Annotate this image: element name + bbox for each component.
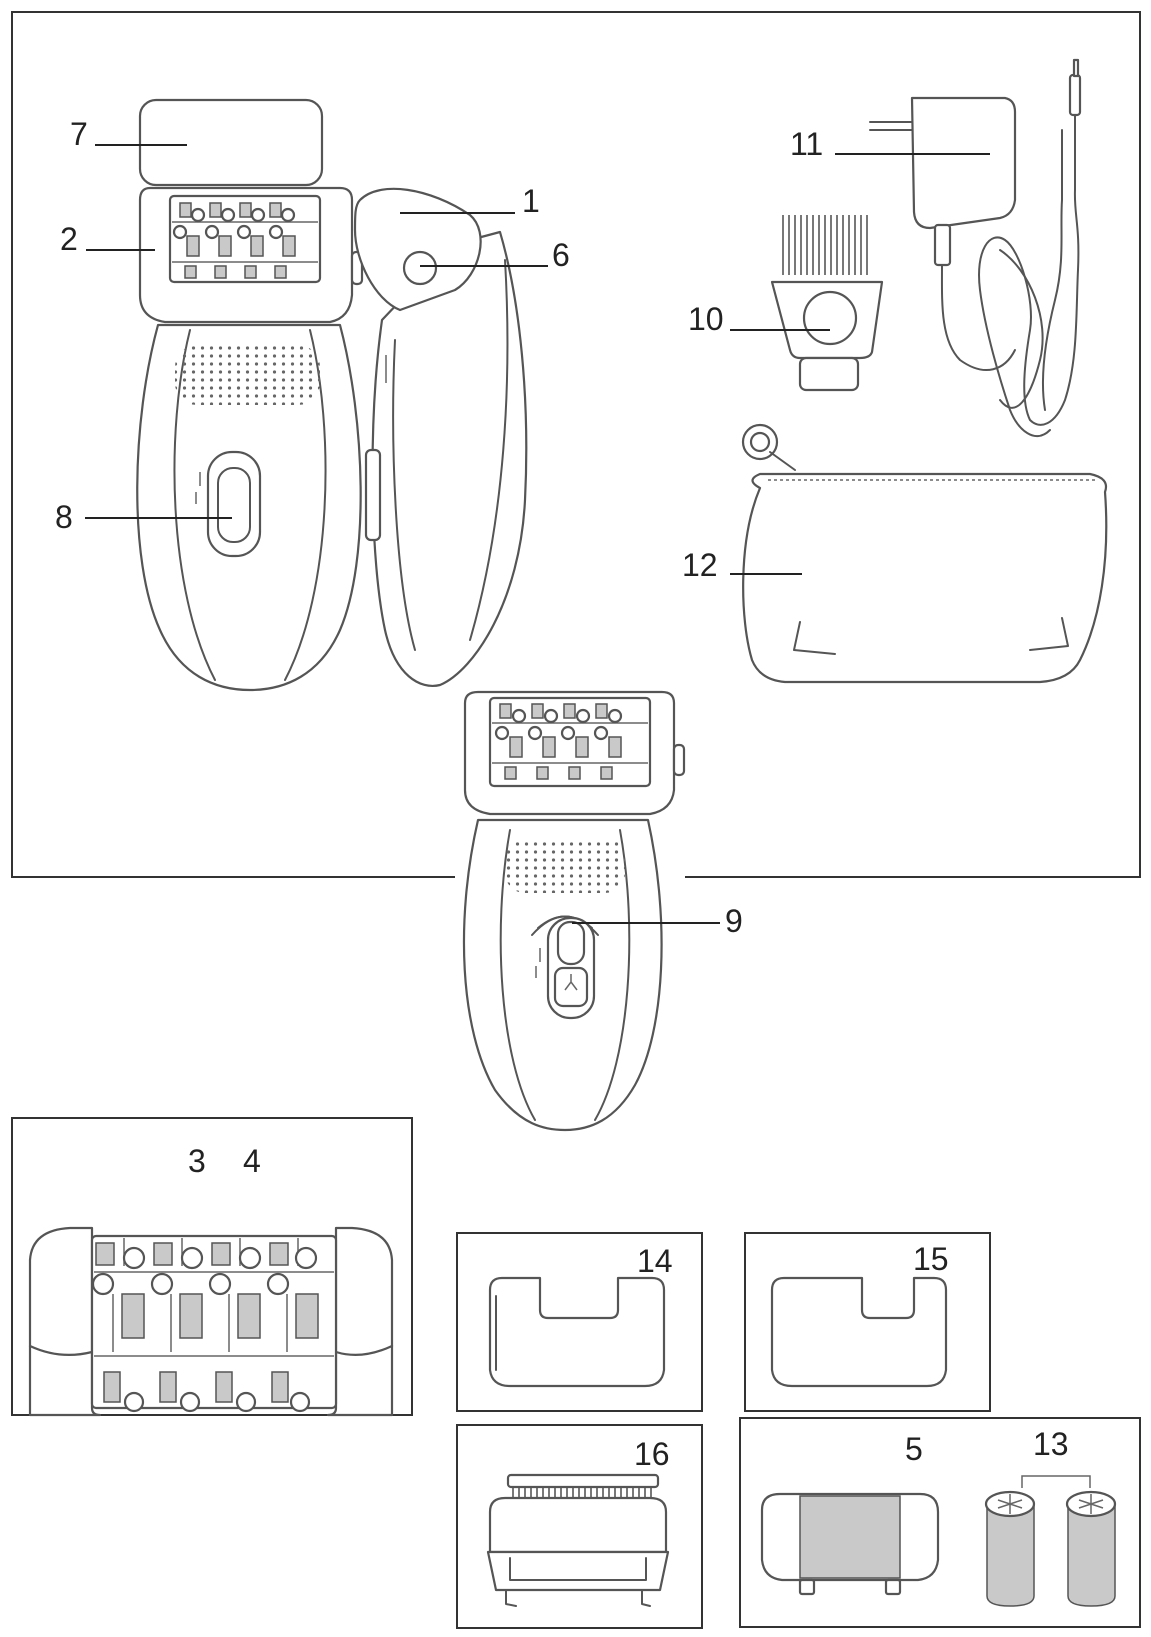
brush-head-part-16-panel xyxy=(456,1424,703,1629)
callout-8: 8 xyxy=(55,499,73,535)
cleaning-brush-part-10 xyxy=(770,215,884,392)
callout-1: 1 xyxy=(522,183,540,219)
cap-part-14-panel xyxy=(456,1232,703,1412)
epilator-front-view xyxy=(136,186,364,692)
callout-5: 5 xyxy=(905,1431,923,1467)
adapter-part-11 xyxy=(869,58,1082,437)
callout-4: 4 xyxy=(243,1143,261,1179)
callout-3: 3 xyxy=(188,1143,206,1179)
epilator-side-view xyxy=(353,187,528,687)
attachments-panel xyxy=(739,1417,1141,1628)
leader-lines xyxy=(85,144,990,924)
callout-12: 12 xyxy=(682,547,718,583)
main-frame xyxy=(11,11,1141,878)
callout-16: 16 xyxy=(634,1436,670,1472)
massage-rollers-part-13 xyxy=(984,1475,1117,1607)
closeup-tweezers xyxy=(91,1238,319,1413)
epilator-switch-view xyxy=(462,690,686,1132)
switch-view-head-tweezers xyxy=(492,703,648,780)
pouch-part-12 xyxy=(741,423,1108,684)
epilator-body-grip-panel xyxy=(175,345,320,405)
head-closeup-panel xyxy=(11,1117,413,1417)
callout-15: 15 xyxy=(913,1241,949,1277)
callout-14: 14 xyxy=(637,1243,673,1279)
callout-6: 6 xyxy=(552,237,570,273)
callout-2: 2 xyxy=(60,221,78,257)
callout-7: 7 xyxy=(70,116,88,152)
callout-labels: 7 2 1 6 8 11 10 12 9 3 4 14 15 16 5 13 xyxy=(55,116,1069,1472)
switch-view-grip-panel xyxy=(505,838,625,893)
shaver-head-part-5 xyxy=(760,1492,940,1596)
cap-part-15-panel xyxy=(744,1232,991,1412)
cap-part-7 xyxy=(138,98,324,187)
epilator-head-tweezers xyxy=(172,202,318,279)
callout-11: 11 xyxy=(790,126,823,162)
callout-13: 13 xyxy=(1033,1426,1069,1462)
callout-10: 10 xyxy=(688,301,724,337)
callout-9: 9 xyxy=(725,903,743,939)
